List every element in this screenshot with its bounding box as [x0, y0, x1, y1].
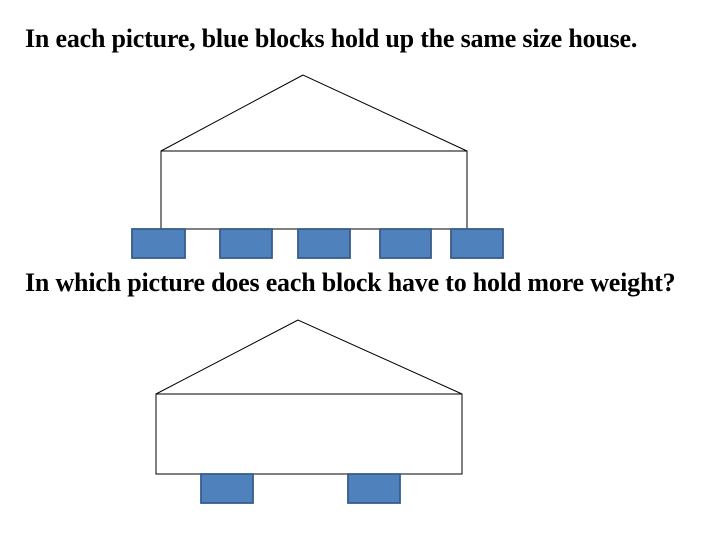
- picture-2: [155, 319, 463, 504]
- picture-2-roof: [155, 319, 463, 395]
- question-text: In which picture does each block have to…: [25, 268, 676, 297]
- picture-1: [131, 74, 504, 259]
- picture-1-block-2: [219, 228, 273, 259]
- picture-2-block-2: [347, 473, 401, 504]
- picture-1-house-body: [160, 150, 468, 230]
- picture-1-roof: [160, 74, 468, 152]
- picture-2-house-body: [155, 393, 463, 475]
- picture-2-block-1: [200, 473, 254, 504]
- prompt-text: In each picture, blue blocks hold up the…: [25, 24, 638, 53]
- picture-1-block-4: [379, 228, 432, 259]
- picture-1-block-3: [297, 228, 351, 259]
- picture-1-block-5: [450, 228, 504, 259]
- picture-1-block-1: [131, 228, 186, 259]
